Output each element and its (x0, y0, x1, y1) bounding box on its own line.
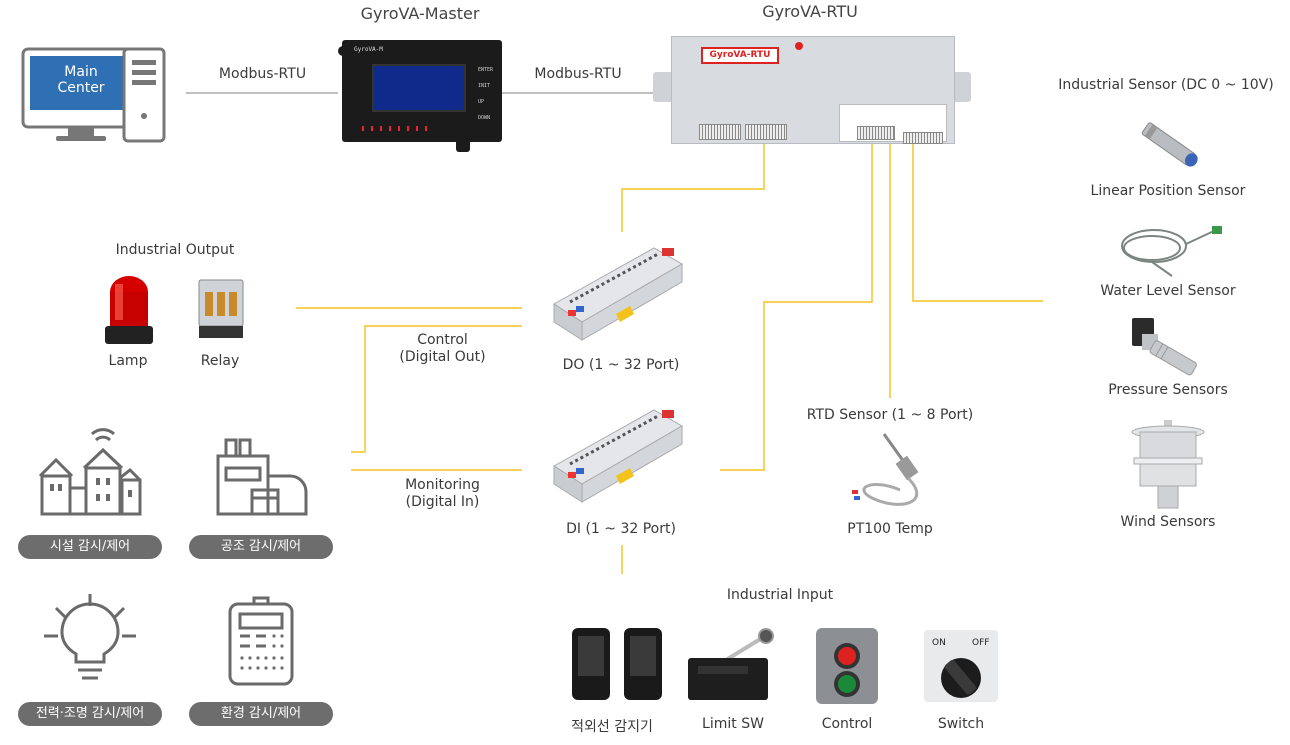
link-label-right: Modbus-RTU (534, 66, 622, 82)
master-lcd-screen (372, 64, 466, 112)
rtu-terminal-block-1 (699, 124, 741, 140)
wire-rtu-to-do (621, 140, 765, 232)
power-lightbulb-icon (44, 594, 136, 680)
switch-off-label: OFF (972, 638, 990, 648)
relay-label: Relay (200, 353, 240, 369)
control-label-line2: (Digital Out) (399, 349, 486, 365)
switch-on-label: ON (932, 638, 946, 648)
sensor-label-2: Water Level Sensor (1100, 283, 1236, 299)
main-center-label-line2: Center (57, 80, 105, 96)
wind-sensor-icon (1131, 420, 1205, 509)
sensor-label-3: Pressure Sensors (1108, 382, 1228, 398)
pt100-label: PT100 Temp (847, 521, 933, 537)
wire-rtu-to-di (720, 140, 873, 471)
link-label-left: Modbus-RTU (218, 66, 307, 82)
do-terminal-block (553, 247, 684, 341)
infrared-detector-icon (572, 628, 662, 700)
master-device: GyroVA-M ENTER INIT UP DOWN (338, 40, 502, 152)
rtu-title: GyroVA-RTU (762, 2, 858, 21)
di-terminal-block (553, 409, 684, 503)
linear-position-sensor-icon (1141, 122, 1198, 167)
rtd-title: RTD Sensor (1 ~ 8 Port) (806, 407, 974, 423)
lamp-label: Lamp (108, 353, 148, 369)
selector-switch: ON OFF (924, 630, 998, 702)
pt100-probe-icon (852, 433, 919, 506)
input-label-4: Switch (937, 716, 985, 732)
power-lighting-badge: 전력·조명 감시/제어 (18, 702, 162, 726)
control-box-icon (816, 628, 878, 704)
input-title: Industrial Input (726, 587, 834, 603)
monitoring-label: Monitoring (Digital In) (380, 477, 505, 511)
master-title: GyroVA-Master (360, 4, 480, 23)
wire-rtu-to-sensors (912, 140, 1043, 302)
output-title: Industrial Output (115, 242, 235, 258)
monitoring-label-line2: (Digital In) (405, 494, 480, 510)
rtu-terminal-block-2 (745, 124, 787, 140)
master-button-up: UP (478, 99, 485, 105)
limit-switch-icon (688, 628, 774, 700)
factory-badge: 공조 감시/제어 (189, 535, 333, 559)
master-button-enter: ENTER (478, 67, 494, 73)
master-button-down: DOWN (478, 115, 491, 121)
master-face-label: GyroVA-M (354, 46, 383, 53)
input-label-2: Limit SW (702, 716, 764, 732)
environment-panel-icon (228, 596, 294, 686)
master-button-init: INIT (478, 83, 491, 89)
computer-icon (21, 47, 166, 143)
sensors-title: Industrial Sensor (DC 0 ~ 10V) (1058, 77, 1274, 93)
selector-knob-icon (941, 658, 981, 698)
monitoring-label-line1: Monitoring (405, 477, 480, 493)
di-label: DI (1 ~ 32 Port) (566, 521, 676, 537)
pressure-sensor-icon (1132, 318, 1197, 376)
rtu-device: GyroVA-RTU (653, 36, 971, 146)
control-label: Control (Digital Out) (380, 332, 505, 366)
facility-icon (38, 428, 142, 516)
input-label-3: Control (821, 716, 873, 732)
wire-control-to-do (351, 325, 522, 453)
rtu-face-label: GyroVA-RTU (701, 47, 779, 64)
input-label-1: 적외선 감지기 (571, 719, 653, 735)
do-label: DO (1 ~ 32 Port) (562, 357, 680, 373)
control-label-line1: Control (417, 332, 468, 348)
relay-icon (198, 279, 244, 338)
environment-badge: 환경 감시/제어 (189, 702, 333, 726)
lamp-icon (105, 276, 153, 344)
main-center-label-line1: Main (64, 64, 98, 80)
water-level-sensor-icon (1121, 226, 1222, 277)
factory-icon (216, 438, 308, 516)
main-center-computer: Main Center (20, 46, 190, 146)
facility-badge: 시설 감시/제어 (18, 535, 162, 559)
sensor-label-1: Linear Position Sensor (1090, 183, 1246, 199)
sensor-label-4: Wind Sensors (1120, 514, 1216, 530)
